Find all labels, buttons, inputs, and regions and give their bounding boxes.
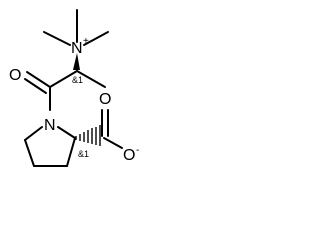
bond-ring-c4-c5 [24,139,35,167]
wedge-bond-alpha-n [73,53,80,70]
charge-minus: - [136,145,139,156]
bond-alpha-methyl [76,70,106,88]
bond-ring-c5-n [24,126,43,141]
atom-carboxylate-oxygen-single: O [123,147,135,164]
charge-plus: + [83,36,89,47]
bond-carbonyl-o-1 [26,71,51,88]
stereo-label-proline: &1 [78,149,89,159]
hashed-wedge-bond-carboxyl [75,125,101,146]
structural-formula: N + O N O O - &1 &1 [9,9,139,167]
stereo-label-alpha: &1 [72,75,83,85]
atom-carbonyl-oxygen: O [9,67,21,84]
atom-carboxylate-oxygen-double: O [99,91,111,108]
bond-alpha-carbonyl [49,70,78,88]
bond-n-methyl-right [83,31,109,46]
atom-nitrogen-quaternary: N [71,40,83,57]
atom-ring-nitrogen: N [44,117,56,134]
bond-ring-n-c2 [57,126,76,139]
bond-n-methyl-left [43,31,71,46]
bond-ring-c2-c3 [66,137,76,167]
bond-carbonyl-o-2 [24,78,47,94]
bond-carboxyl-o-single [103,137,123,149]
